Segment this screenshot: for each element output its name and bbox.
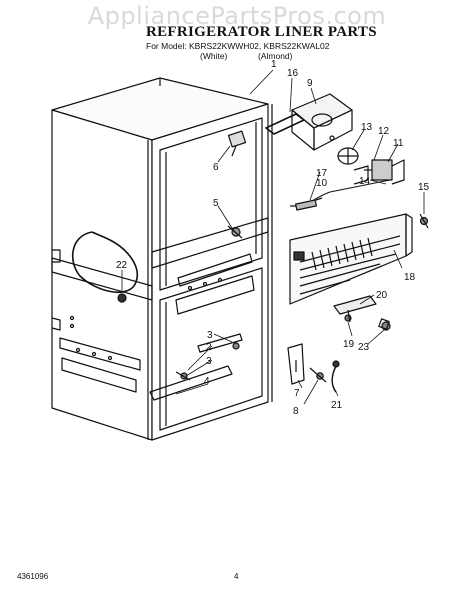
screw-5-part [227, 225, 243, 239]
motor-bracket-part [353, 165, 369, 185]
callout-13: 13 [361, 122, 373, 133]
callout-14: 14 [359, 176, 371, 187]
wire-21-part [331, 365, 337, 393]
callout-12: 12 [378, 126, 390, 137]
callout-18: 18 [404, 272, 416, 283]
callout-21: 21 [331, 400, 343, 411]
color-almond-label: (Almond) [258, 51, 293, 61]
callout-17: 17 [316, 168, 328, 179]
callout-6: 6 [213, 162, 219, 173]
refrigerator-liner-cabinet [51, 77, 273, 441]
watermark-text: AppliancePartsPros.com [87, 2, 387, 30]
callout-2: 2 [206, 342, 212, 353]
model-line: For Model: KBRS22KWWH02, KBRS22KWAL02 [146, 41, 330, 51]
fan-housing-part [291, 93, 353, 151]
callout-7: 7 [294, 388, 300, 399]
callout-23: 23 [358, 342, 370, 353]
callout-16: 16 [287, 68, 299, 79]
fan-blade-part [337, 147, 359, 165]
screw-23-part [378, 318, 391, 331]
callout-15: 15 [418, 182, 430, 193]
callout-20: 20 [376, 290, 388, 301]
thermistor-part [294, 199, 318, 211]
page-number: 4 [234, 572, 239, 581]
page-title: REFRIGERATOR LINER PARTS [146, 24, 377, 40]
callout-labels: 1 16 9 13 12 11 6 17 10 14 15 5 18 22 20… [116, 59, 430, 417]
callout-22: 22 [116, 260, 128, 271]
crisper-bracket-part [287, 343, 327, 385]
callout-8: 8 [293, 406, 299, 417]
document-number: 4361096 [17, 572, 49, 581]
callout-11: 11 [393, 138, 404, 149]
screw-15-part [419, 213, 429, 229]
grommet-part [117, 293, 127, 303]
callout-5: 5 [213, 198, 219, 209]
screw-2-part [175, 371, 191, 381]
wire-harness-part [72, 231, 139, 293]
evaporator-cover-part [289, 213, 413, 305]
callout-19: 19 [343, 339, 355, 350]
damper-bracket-part [333, 295, 377, 323]
leader-lines [121, 69, 425, 405]
callout-3-upper: 3 [207, 330, 213, 341]
callout-10: 10 [316, 178, 328, 189]
fan-motor-part [364, 159, 405, 185]
color-white-label: (White) [200, 51, 228, 61]
callout-9: 9 [307, 78, 313, 89]
screw-3-part [232, 342, 240, 350]
callout-4: 4 [204, 376, 210, 387]
light-socket-part [227, 130, 247, 157]
callout-3-lower: 3 [206, 356, 212, 367]
callout-1: 1 [271, 59, 277, 70]
